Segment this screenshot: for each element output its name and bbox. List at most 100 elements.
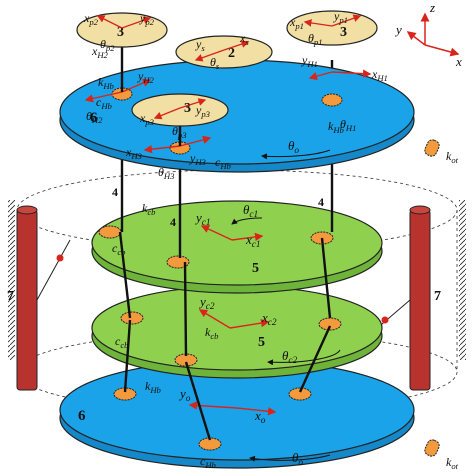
planet3-x-label: x [139,111,146,125]
lower-mid-y-label: y [198,294,206,309]
planet2-x-label: x [83,11,90,25]
svg-text:kcb: kcb [205,325,219,341]
svg-text:ccb: ccb [115,334,129,350]
bottom-plate-number: 6 [78,408,86,424]
svg-text:θp3: θp3 [172,124,187,140]
planet3-y-label: y [195,103,202,117]
axis-x-label: x [455,54,462,69]
planet1-number: 3 [340,25,347,40]
svg-text:xo: xo [254,408,266,426]
svg-text:xp1: xp1 [289,15,304,31]
lower-mid-plate: 5 yc2 xc2 θc2 kcb ccb [91,285,383,379]
hole2-theta-label: θ [86,109,92,123]
svg-text:kot: kot [446,455,459,471]
planet1-x-label: x [289,15,296,29]
top-c-label-bottom: c [215,155,221,169]
svg-text:xs: xs [239,31,249,47]
svg-text:θo: θo [292,450,303,468]
svg-text:xH3: xH3 [125,145,143,161]
left-post: 7 [7,200,38,391]
planet3-theta-label: θ [172,124,178,138]
sun-gear: 2 xs ys θs [175,31,273,71]
legend-kot-label: k [446,149,452,163]
svg-text:kcb: kcb [142,201,156,217]
planet2-theta-label: θ [100,37,106,51]
svg-text:yc2: yc2 [198,294,215,312]
hole1-theta-label: θ [340,117,346,131]
top-k-label-right: k [328,119,334,133]
lower-mid-k-label: k [205,325,211,339]
hole1-y-label: y [301,53,308,67]
bottom-theta-label: θ [292,450,299,465]
top-carrier-plate: 6 θo kHb cHb kHb cHb [59,59,415,173]
upper-mid-y-label: y [194,210,202,225]
sun-theta-label: θ [210,55,216,69]
top-c-label: c [96,95,102,109]
hole2-y-label: y [137,69,144,83]
planet3-number: 3 [184,101,191,116]
planet-gear-1: 3 xp1 yp1 θp1 [286,9,378,47]
svg-text:cHb: cHb [215,155,232,171]
upper-mid-k-label: k [142,201,148,215]
svg-text:yp2: yp2 [139,11,155,27]
svg-text:θH1: θH1 [340,117,356,133]
svg-text:xc1: xc1 [245,232,261,250]
upper-mid-pin-number: 4 [170,215,176,229]
lower-mid-theta-label: θ [282,348,289,363]
top-theta-label: θ [288,138,295,153]
svg-text:θc2: θc2 [282,348,298,366]
left-post-number: 7 [7,289,14,304]
sun-y-label: y [195,37,202,51]
bottom-k-label: k [145,379,151,393]
hole3-theta-label: θ [158,165,164,179]
planet1-y-label: y [333,9,340,23]
left-post-joint [56,254,64,262]
left-pin-number: 4 [112,185,118,199]
planet2-number: 3 [117,25,124,40]
bottom-c-label: c [200,454,206,468]
planet-gear-2: 3 xp2 yp2 θp2 [76,11,168,92]
svg-text:xH2: xH2 [91,44,109,60]
top-k-label: k [98,75,104,89]
global-axes: z y x [394,0,462,69]
svg-text:kot: kot [446,149,459,165]
svg-text:θs: θs [210,55,220,71]
right-post: 7 [409,200,466,391]
hole-frames: xH2 yH2 θH2 xH1 yH1 θH1 xH3 yH3 θH3 [84,44,388,181]
svg-text:θo: θo [288,138,299,156]
svg-text:θp1: θp1 [308,31,323,47]
hole2-x-label: x [91,44,98,58]
bottom-y-label: y [178,386,186,401]
bottom-carrier-plate: 6 xo yo θo kHb cHb [59,359,415,470]
hole3-y-label: y [189,151,196,165]
legend-kot-label-bottom: k [446,455,452,469]
upper-mid-plate-number: 5 [252,261,259,276]
svg-text:xH1: xH1 [371,67,388,83]
svg-text:cHb: cHb [96,95,113,111]
svg-text:kHb: kHb [98,75,115,91]
svg-text:θH2: θH2 [86,109,103,125]
svg-text:θH3: θH3 [158,165,175,181]
right-post-joint [381,316,389,324]
hole3-x-label: x [125,145,132,159]
svg-text:yo: yo [178,386,191,404]
svg-text:yc1: yc1 [194,210,211,228]
svg-text:kHb: kHb [145,379,162,395]
upper-mid-plate: 5 yc1 xc1 θc1 kcb ccb 4 [91,200,383,294]
lower-mid-plate-number: 5 [258,335,265,350]
upper-mid-theta-label: θ [243,202,250,217]
axis-z-label: z [429,0,435,15]
svg-text:xp2: xp2 [83,11,99,27]
top-plate-number: 6 [90,110,98,126]
planet2-y-label: y [139,11,146,25]
upper-mid-c-label: c [112,241,118,255]
svg-text:yH2: yH2 [137,69,155,85]
left-post-spring [36,239,71,301]
axis-y-label: y [394,22,402,37]
svg-text:yp1: yp1 [333,9,348,25]
sun-x-label: x [239,31,246,45]
lower-mid-x-label: x [261,310,268,325]
sun-number: 2 [228,46,235,61]
